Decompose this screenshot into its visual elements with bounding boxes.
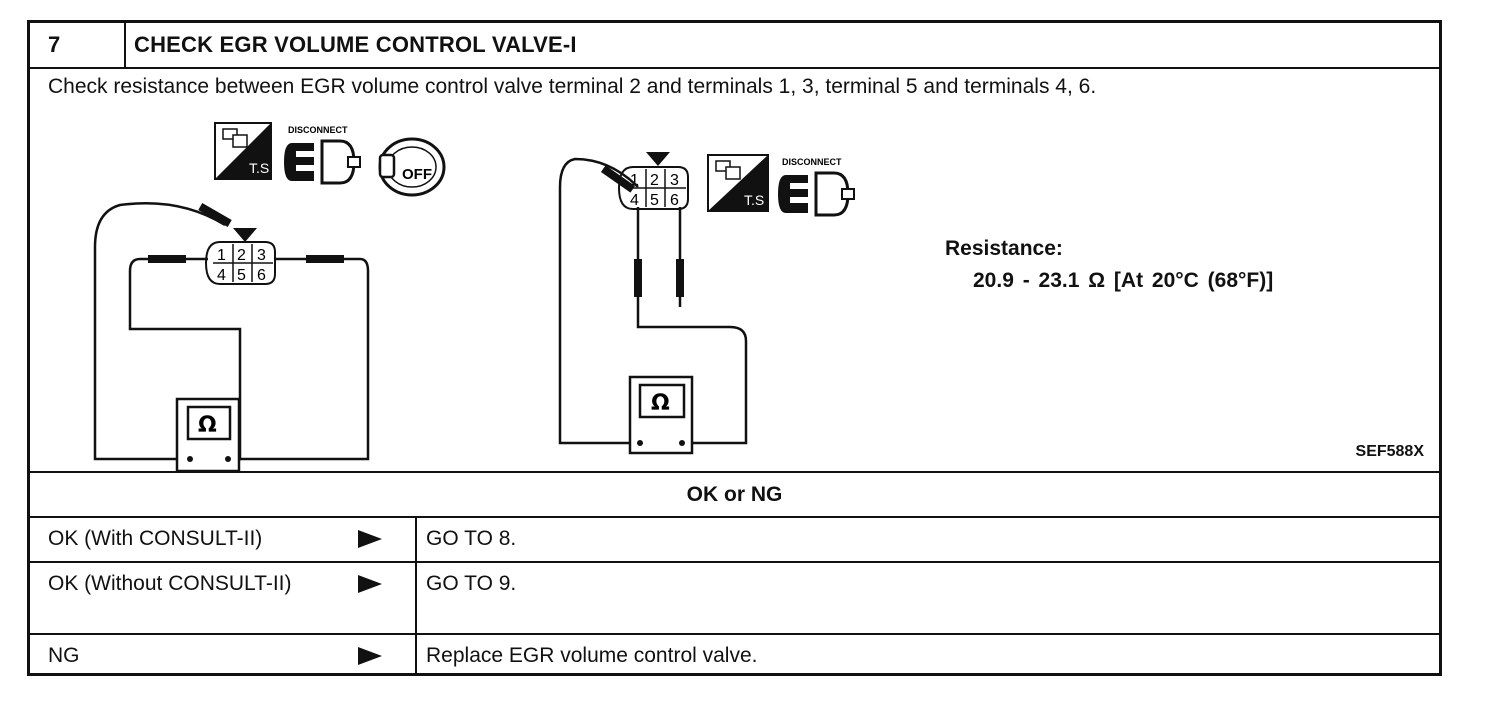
result-action: Replace EGR volume control valve. bbox=[426, 644, 758, 667]
pin-right-1: 1 bbox=[630, 172, 639, 189]
result-condition: OK (With CONSULT-II) bbox=[48, 527, 263, 550]
disconnect-icon-right: DISCONNECT bbox=[778, 157, 855, 217]
pin-left-1: 1 bbox=[217, 247, 226, 264]
probe-tips-left bbox=[148, 203, 344, 263]
ohmmeter-right: Ω bbox=[628, 375, 694, 455]
result-action: GO TO 9. bbox=[426, 572, 517, 595]
pin-left-3: 3 bbox=[257, 247, 266, 264]
result-row-ng: NG Replace EGR volume control valve. bbox=[30, 633, 1439, 673]
test-leads-left bbox=[93, 202, 370, 461]
ohmmeter-left: Ω bbox=[175, 397, 241, 471]
wiring-diagram: T.S DISCONNECT OFF 1 2 3 4 bbox=[93, 122, 855, 471]
probe-tips-right bbox=[600, 165, 684, 297]
pin-right-6: 6 bbox=[670, 192, 679, 209]
resistance-label: Resistance: bbox=[945, 237, 1063, 260]
instruction-text: Check resistance between EGR volume cont… bbox=[48, 75, 1097, 98]
disconnect-icon-left: DISCONNECT bbox=[284, 125, 361, 185]
ts-label-left: T.S bbox=[249, 160, 269, 176]
result-row-ok-consult: OK (With CONSULT-II) GO TO 8. bbox=[30, 516, 1439, 561]
pin-left-6: 6 bbox=[257, 267, 266, 284]
pin-left-4: 4 bbox=[217, 267, 226, 284]
result-condition: OK (Without CONSULT-II) bbox=[48, 572, 292, 595]
ts-tool-icon-left: T.S bbox=[214, 122, 272, 180]
result-action: GO TO 8. bbox=[426, 527, 517, 550]
ohm-symbol-right: Ω bbox=[651, 391, 670, 416]
connector-left: 1 2 3 4 5 6 bbox=[204, 228, 276, 285]
result-condition: NG bbox=[48, 644, 80, 667]
column-divider bbox=[415, 518, 417, 561]
result-heading-row: OK or NG bbox=[30, 471, 1439, 516]
ignition-off-label: OFF bbox=[402, 166, 432, 183]
pin-right-5: 5 bbox=[650, 192, 659, 209]
step-header: 7 CHECK EGR VOLUME CONTROL VALVE-I bbox=[30, 23, 1439, 69]
step-number: 7 bbox=[30, 23, 126, 67]
pin-right-4: 4 bbox=[630, 192, 639, 209]
result-heading: OK or NG bbox=[686, 483, 783, 506]
resistance-value: 20.9 - 23.1 Ω [At 20°C (68°F)] bbox=[973, 269, 1274, 292]
ts-tool-icon-right: T.S bbox=[707, 154, 769, 212]
pin-left-5: 5 bbox=[237, 267, 246, 284]
column-divider bbox=[415, 635, 417, 673]
ohm-symbol-left: Ω bbox=[198, 413, 217, 438]
result-row-ok-no-consult: OK (Without CONSULT-II) GO TO 9. bbox=[30, 561, 1439, 633]
pin-left-2: 2 bbox=[237, 247, 246, 264]
ignition-off-icon: OFF bbox=[378, 137, 446, 197]
pin-right-2: 2 bbox=[650, 172, 659, 189]
arrow-right-icon bbox=[358, 575, 382, 593]
arrow-right-icon bbox=[358, 647, 382, 665]
step-title: CHECK EGR VOLUME CONTROL VALVE-I bbox=[134, 32, 577, 57]
figure-id: SEF588X bbox=[1355, 443, 1424, 460]
arrow-right-icon bbox=[358, 530, 382, 548]
column-divider bbox=[415, 563, 417, 633]
procedure-step-table: 7 CHECK EGR VOLUME CONTROL VALVE-I Check… bbox=[27, 20, 1442, 676]
pin-right-3: 3 bbox=[670, 172, 679, 189]
disconnect-label-left: DISCONNECT bbox=[288, 125, 348, 135]
disconnect-label-right: DISCONNECT bbox=[782, 157, 842, 167]
ts-label-right: T.S bbox=[744, 192, 764, 208]
